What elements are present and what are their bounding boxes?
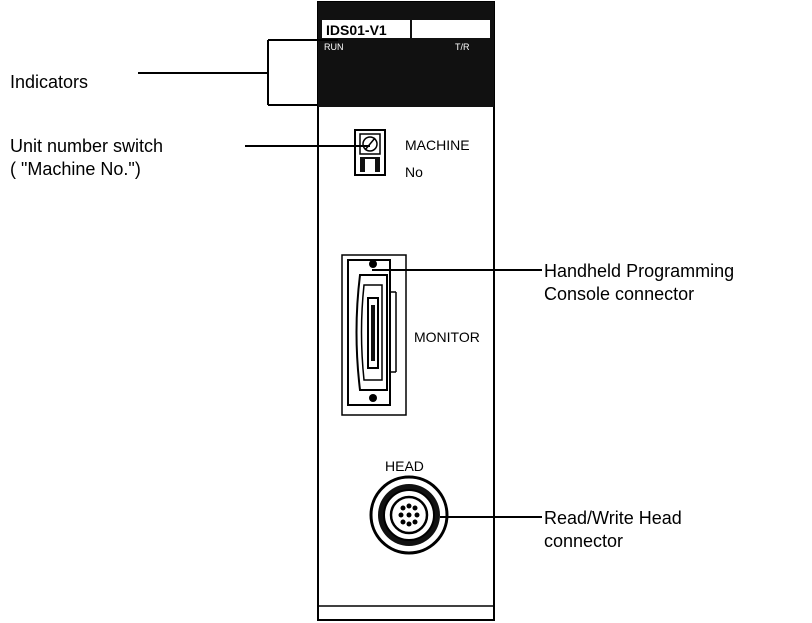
callout-unit-switch-line1: Unit number switch	[10, 136, 163, 156]
callout-head-line1: Read/Write Head	[544, 508, 682, 528]
callout-head-line2: connector	[544, 531, 623, 551]
callout-indicators: Indicators	[10, 72, 88, 92]
leader-indicators	[138, 39, 338, 106]
switch-label-machine: MACHINE	[405, 137, 470, 153]
callout-unit-switch-line2: ( "Machine No.")	[10, 159, 141, 179]
switch-label-no: No	[405, 164, 423, 180]
run-indicator-label: RUN	[324, 42, 344, 52]
indicator-panel	[318, 2, 494, 107]
model-label-box	[322, 20, 410, 38]
monitor-connector[interactable]	[341, 254, 407, 416]
unit-number-switch[interactable]	[354, 129, 386, 176]
monitor-label: MONITOR	[414, 329, 480, 345]
head-connector[interactable]	[369, 475, 449, 555]
callout-console-line2: Console connector	[544, 284, 694, 304]
tr-indicator-label: T/R	[455, 42, 470, 52]
model-label: IDS01-V1	[326, 22, 387, 38]
callout-console-line1: Handheld Programming	[544, 261, 734, 281]
head-label: HEAD	[385, 458, 424, 474]
blank-label-box	[412, 20, 490, 38]
